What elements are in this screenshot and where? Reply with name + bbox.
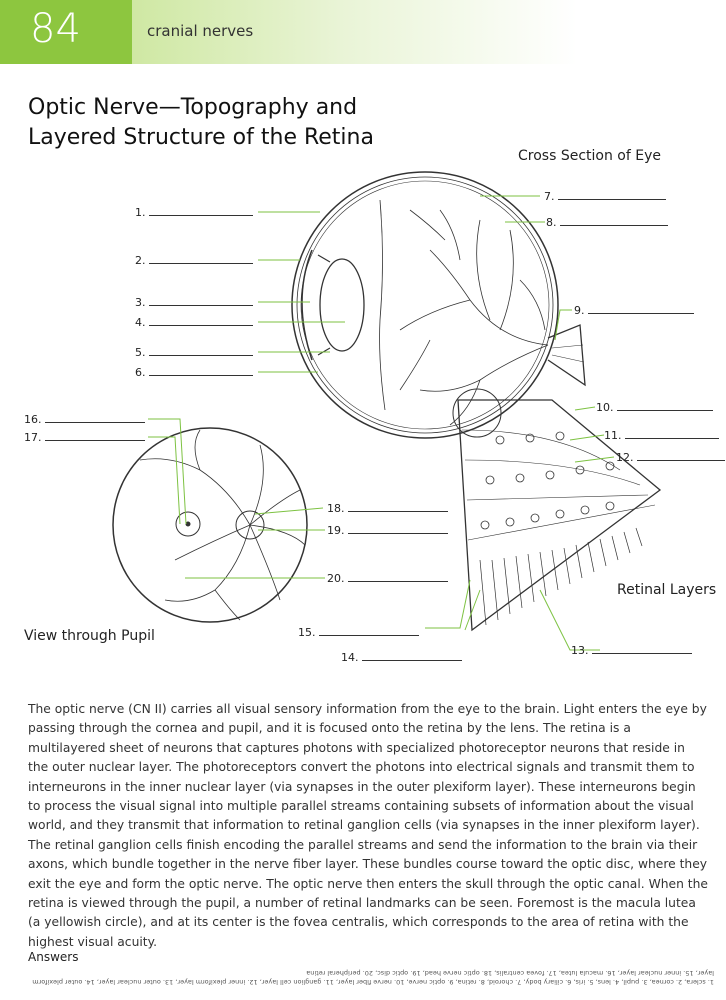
label-12: 12. xyxy=(616,451,725,464)
label-number: 20. xyxy=(327,572,345,585)
label-number: 15. xyxy=(298,626,316,639)
label-number: 13. xyxy=(571,644,589,657)
label-number: 4. xyxy=(135,316,146,329)
answer-blank-10[interactable] xyxy=(616,401,713,411)
label-number: 16. xyxy=(24,413,42,426)
answer-blank-6[interactable] xyxy=(148,366,253,376)
label-number: 7. xyxy=(544,190,555,203)
label-7: 7. xyxy=(544,190,666,203)
label-10: 10. xyxy=(596,401,713,414)
anatomy-illustration xyxy=(112,171,662,651)
answer-blank-7[interactable] xyxy=(557,190,666,200)
answer-blank-5[interactable] xyxy=(148,346,253,356)
label-19: 19. xyxy=(327,524,448,537)
label-number: 18. xyxy=(327,502,345,515)
page-title: Optic Nerve—Topography and Layered Struc… xyxy=(28,95,374,150)
label-13: 13. xyxy=(571,644,692,657)
answer-blank-19[interactable] xyxy=(347,524,448,534)
label-15: 15. xyxy=(298,626,419,639)
eye-cross-section xyxy=(291,171,586,439)
label-number: 6. xyxy=(135,366,146,379)
label-9: 9. xyxy=(574,304,694,317)
label-number: 8. xyxy=(546,216,557,229)
label-number: 14. xyxy=(341,651,359,664)
label-5: 5. xyxy=(135,346,253,359)
answer-blank-18[interactable] xyxy=(347,502,448,512)
body-paragraph: The optic nerve (CN II) carries all visu… xyxy=(28,702,708,949)
label-number: 2. xyxy=(135,254,146,267)
label-number: 1. xyxy=(135,206,146,219)
label-number: 10. xyxy=(596,401,614,414)
answers-upside-down: 1. sclera, 2. cornea, 3. pupil, 4. lens,… xyxy=(32,969,714,986)
label-number: 11. xyxy=(604,429,622,442)
label-number: 17. xyxy=(24,431,42,444)
label-17: 17. xyxy=(24,431,145,444)
answer-blank-9[interactable] xyxy=(587,304,694,314)
caption-retinal-layers: Retinal Layers xyxy=(617,582,717,598)
label-number: 19. xyxy=(327,524,345,537)
label-4: 4. xyxy=(135,316,253,329)
page-number: 84 xyxy=(0,0,132,64)
answer-blank-17[interactable] xyxy=(44,431,145,441)
answer-blank-16[interactable] xyxy=(44,413,145,423)
label-11: 11. xyxy=(604,429,719,442)
label-1: 1. xyxy=(135,206,253,219)
label-20: 20. xyxy=(327,572,448,585)
label-number: 9. xyxy=(574,304,585,317)
leader-lines xyxy=(148,195,615,651)
answer-blank-15[interactable] xyxy=(318,626,419,636)
caption-cross-section: Cross Section of Eye xyxy=(518,148,661,164)
answer-blank-8[interactable] xyxy=(559,216,668,226)
answer-blank-12[interactable] xyxy=(636,451,725,461)
answer-blank-11[interactable] xyxy=(624,429,719,439)
fundus-view xyxy=(112,427,308,623)
label-18: 18. xyxy=(327,502,448,515)
label-number: 3. xyxy=(135,296,146,309)
label-3: 3. xyxy=(135,296,253,309)
answer-blank-1[interactable] xyxy=(148,206,253,216)
answer-blank-3[interactable] xyxy=(148,296,253,306)
label-8: 8. xyxy=(546,216,668,229)
header-band xyxy=(132,0,726,64)
caption-view-through-pupil: View through Pupil xyxy=(24,628,155,644)
answer-blank-4[interactable] xyxy=(148,316,253,326)
label-number: 5. xyxy=(135,346,146,359)
label-2: 2. xyxy=(135,254,253,267)
answers-title: Answers xyxy=(28,950,79,964)
label-number: 12. xyxy=(616,451,634,464)
label-14: 14. xyxy=(341,651,462,664)
answer-blank-13[interactable] xyxy=(591,644,692,654)
retinal-layers-wedge xyxy=(457,399,662,632)
label-6: 6. xyxy=(135,366,253,379)
answer-blank-2[interactable] xyxy=(148,254,253,264)
label-16: 16. xyxy=(24,413,145,426)
answer-blank-14[interactable] xyxy=(361,651,462,661)
chapter-title: cranial nerves xyxy=(147,22,254,40)
answer-blank-20[interactable] xyxy=(347,572,448,582)
